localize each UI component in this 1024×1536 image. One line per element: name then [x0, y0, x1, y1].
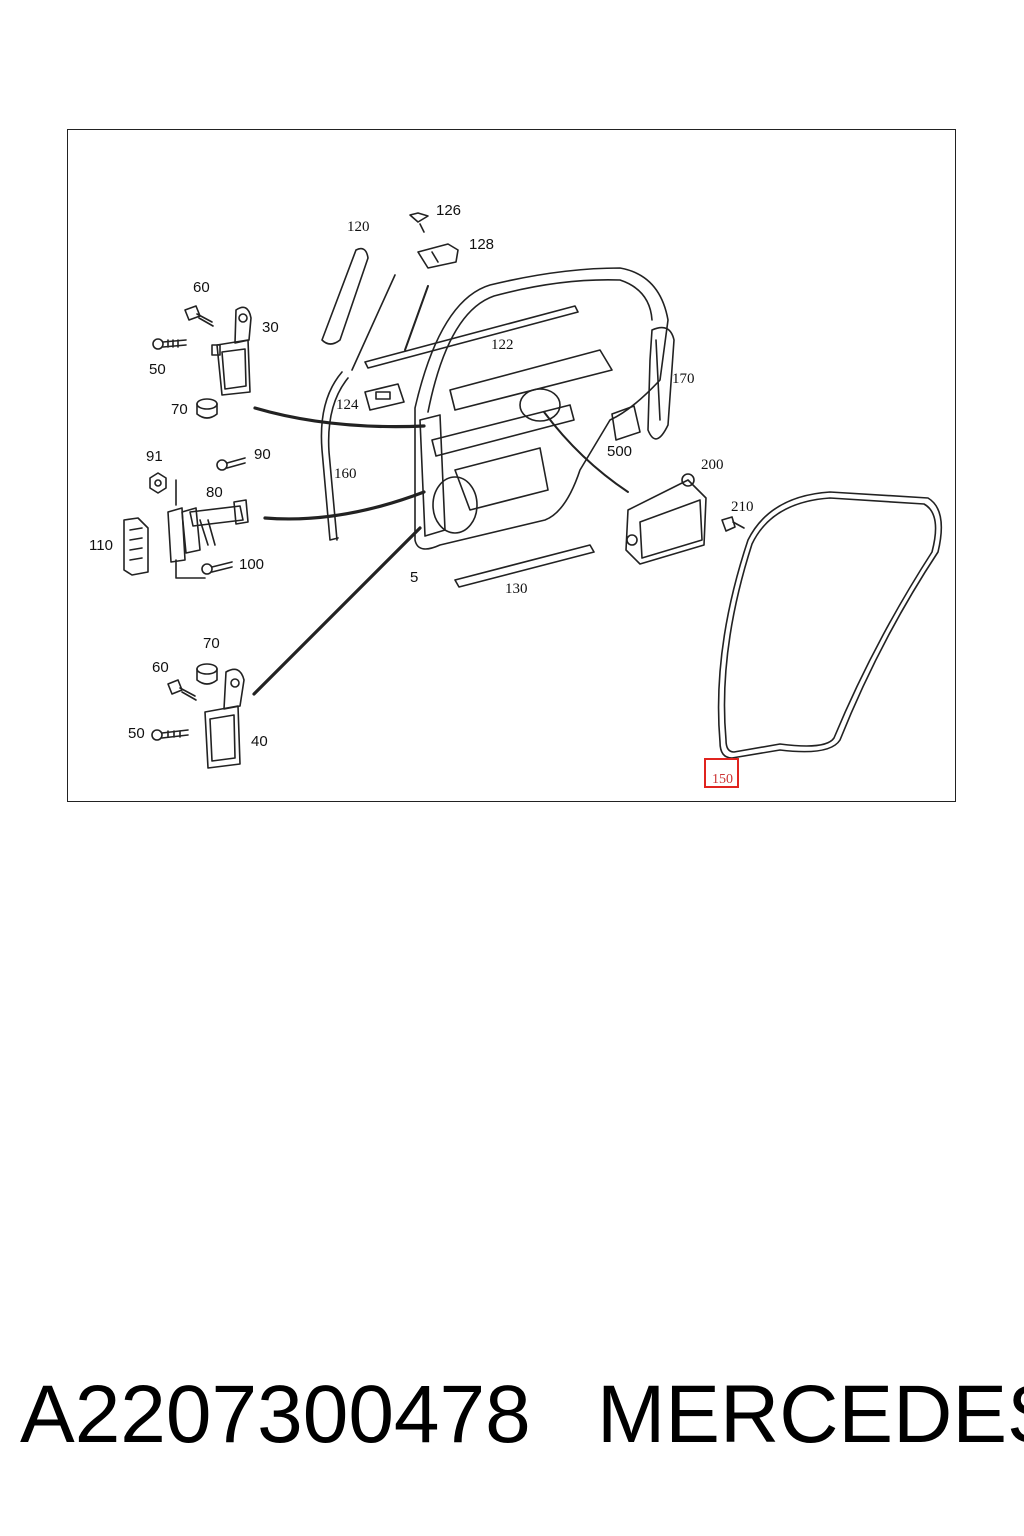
leader-lock — [543, 411, 629, 493]
pin-210 — [721, 516, 745, 532]
upper-door-hinge — [211, 306, 252, 396]
label-130: 130 — [505, 581, 528, 597]
nut-70-lower — [196, 663, 218, 685]
door-lock-200 — [625, 473, 707, 565]
label-170: 170 — [672, 371, 695, 387]
door-seal-150 — [717, 491, 943, 759]
label-150: 150 — [712, 772, 733, 787]
screw-100 — [201, 561, 233, 575]
label-126: 126 — [436, 202, 462, 219]
screw-90 — [216, 457, 246, 471]
caption: A2207300478 MERCEDES — [0, 1368, 1024, 1478]
label-30: 30 — [262, 319, 279, 336]
label-122: 122 — [491, 337, 514, 353]
label-40: 40 — [251, 733, 268, 750]
plug-500 — [611, 405, 641, 441]
label-70-lower: 70 — [203, 635, 220, 652]
moulding-122 — [364, 305, 579, 369]
guide-rail-160 — [320, 371, 349, 541]
clip-126 — [409, 212, 429, 233]
seal-170 — [647, 326, 675, 440]
label-80: 80 — [206, 484, 223, 501]
label-210: 210 — [731, 499, 754, 515]
leader-126 — [404, 285, 429, 351]
diagram-frame — [67, 129, 956, 802]
leader-upper-hinge — [253, 406, 426, 429]
door-shell-5 — [414, 267, 669, 550]
label-70-upper: 70 — [171, 401, 188, 418]
lower-door-hinge — [204, 668, 245, 769]
nut-70-upper — [196, 398, 218, 419]
label-160: 160 — [334, 466, 357, 482]
label-5: 5 — [410, 569, 419, 586]
handle-124 — [364, 383, 405, 411]
label-128: 128 — [469, 236, 495, 253]
bolt-60-upper — [184, 305, 214, 327]
label-120: 120 — [347, 219, 370, 235]
label-90: 90 — [254, 446, 271, 463]
label-60-lower: 60 — [152, 659, 169, 676]
buffer-110 — [123, 517, 149, 576]
nut-91 — [149, 472, 167, 494]
label-110: 110 — [89, 537, 113, 554]
label-50-lower: 50 — [128, 725, 145, 742]
door-check-assembly — [167, 479, 249, 579]
label-50-upper: 50 — [149, 361, 166, 378]
label-91: 91 — [146, 448, 163, 465]
highlight-callout-150: 150 — [704, 758, 739, 788]
bolt-60-lower — [167, 679, 197, 701]
bracket-128 — [417, 243, 459, 269]
trim-strip-130 — [454, 544, 595, 588]
label-60-upper: 60 — [193, 279, 210, 296]
leader-check-strap — [263, 490, 426, 521]
label-100: 100 — [239, 556, 265, 573]
label-500: 500 — [607, 443, 633, 460]
bolt-50-lower — [151, 729, 189, 741]
brand-name: MERCEDES — [597, 1369, 1024, 1460]
bolt-50-upper — [152, 338, 187, 350]
label-200: 200 — [701, 457, 724, 473]
part-number: A2207300478 — [20, 1369, 531, 1460]
leader-lower-hinge — [252, 526, 422, 696]
window-trim-120 — [321, 247, 396, 371]
label-124: 124 — [336, 397, 359, 413]
